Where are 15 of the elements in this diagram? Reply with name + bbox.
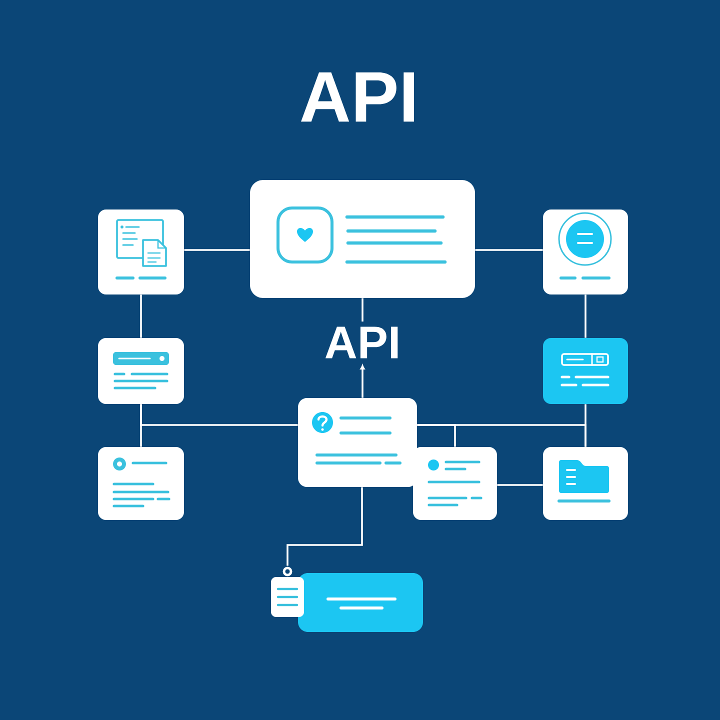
card	[250, 180, 475, 298]
arrow	[360, 364, 365, 398]
clipboard	[271, 566, 304, 617]
connector-line	[140, 294, 142, 338]
connector-line	[140, 404, 298, 426]
connector-line	[584, 404, 586, 447]
card	[298, 573, 423, 632]
connector-line	[362, 298, 364, 322]
connector-line	[286, 487, 363, 566]
connector-line	[475, 249, 543, 251]
connector-line	[584, 294, 586, 338]
label: API	[325, 326, 398, 358]
title: API	[301, 72, 414, 122]
connector-line	[184, 249, 250, 251]
connector-line	[497, 484, 543, 486]
